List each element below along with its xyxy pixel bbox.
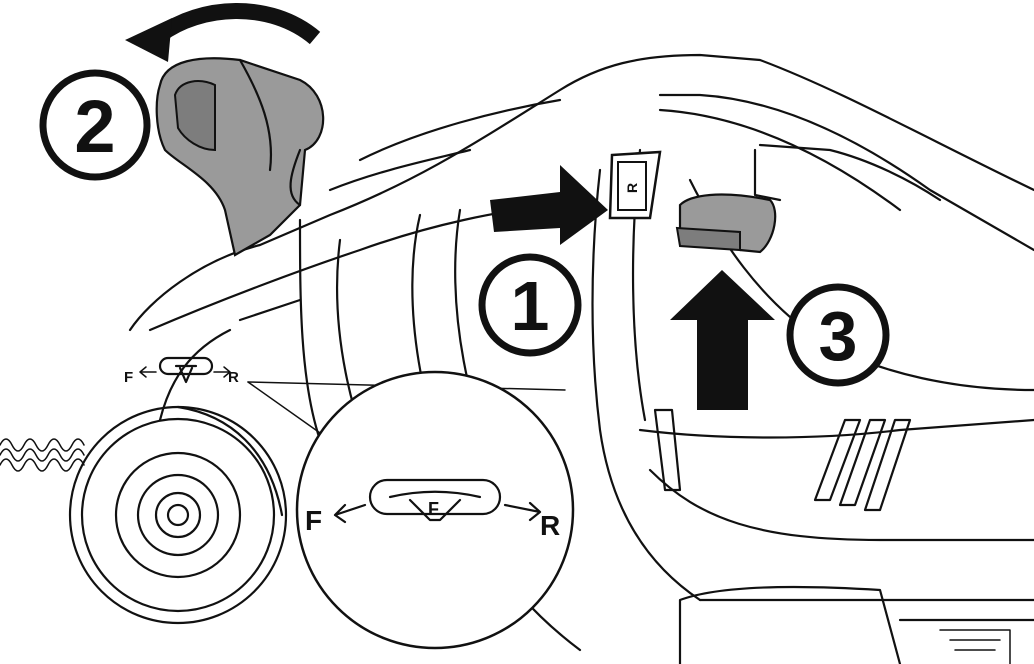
- direction-switch-slot: R: [608, 150, 662, 220]
- step-1-badge: 1: [478, 253, 582, 357]
- up-arrow-icon: [670, 270, 775, 410]
- trigger: [675, 193, 777, 254]
- zoom-right-letter: R: [540, 510, 560, 541]
- side-handle: [155, 57, 325, 257]
- slot-mark: R: [624, 183, 640, 193]
- zoom-center-letter: F: [428, 499, 439, 519]
- step-2-badge: 2: [39, 69, 151, 181]
- coiled-cord: [0, 438, 85, 472]
- callout-line: [247, 381, 331, 441]
- push-arrow-icon: [490, 165, 608, 245]
- chuck: [68, 405, 288, 625]
- zoom-callout: F F R: [295, 370, 575, 650]
- zoom-left-letter: F: [305, 505, 322, 536]
- small-selector-left-letter: F: [124, 369, 133, 386]
- step-3-number: 3: [819, 297, 858, 375]
- small-selector-right-letter: R: [228, 369, 239, 386]
- rotate-arrow-icon: [125, 3, 321, 62]
- small-selector: F R: [124, 356, 239, 386]
- step-3-badge: 3: [786, 283, 890, 387]
- step-1-number: 1: [511, 267, 550, 345]
- step-2-number: 2: [74, 85, 115, 168]
